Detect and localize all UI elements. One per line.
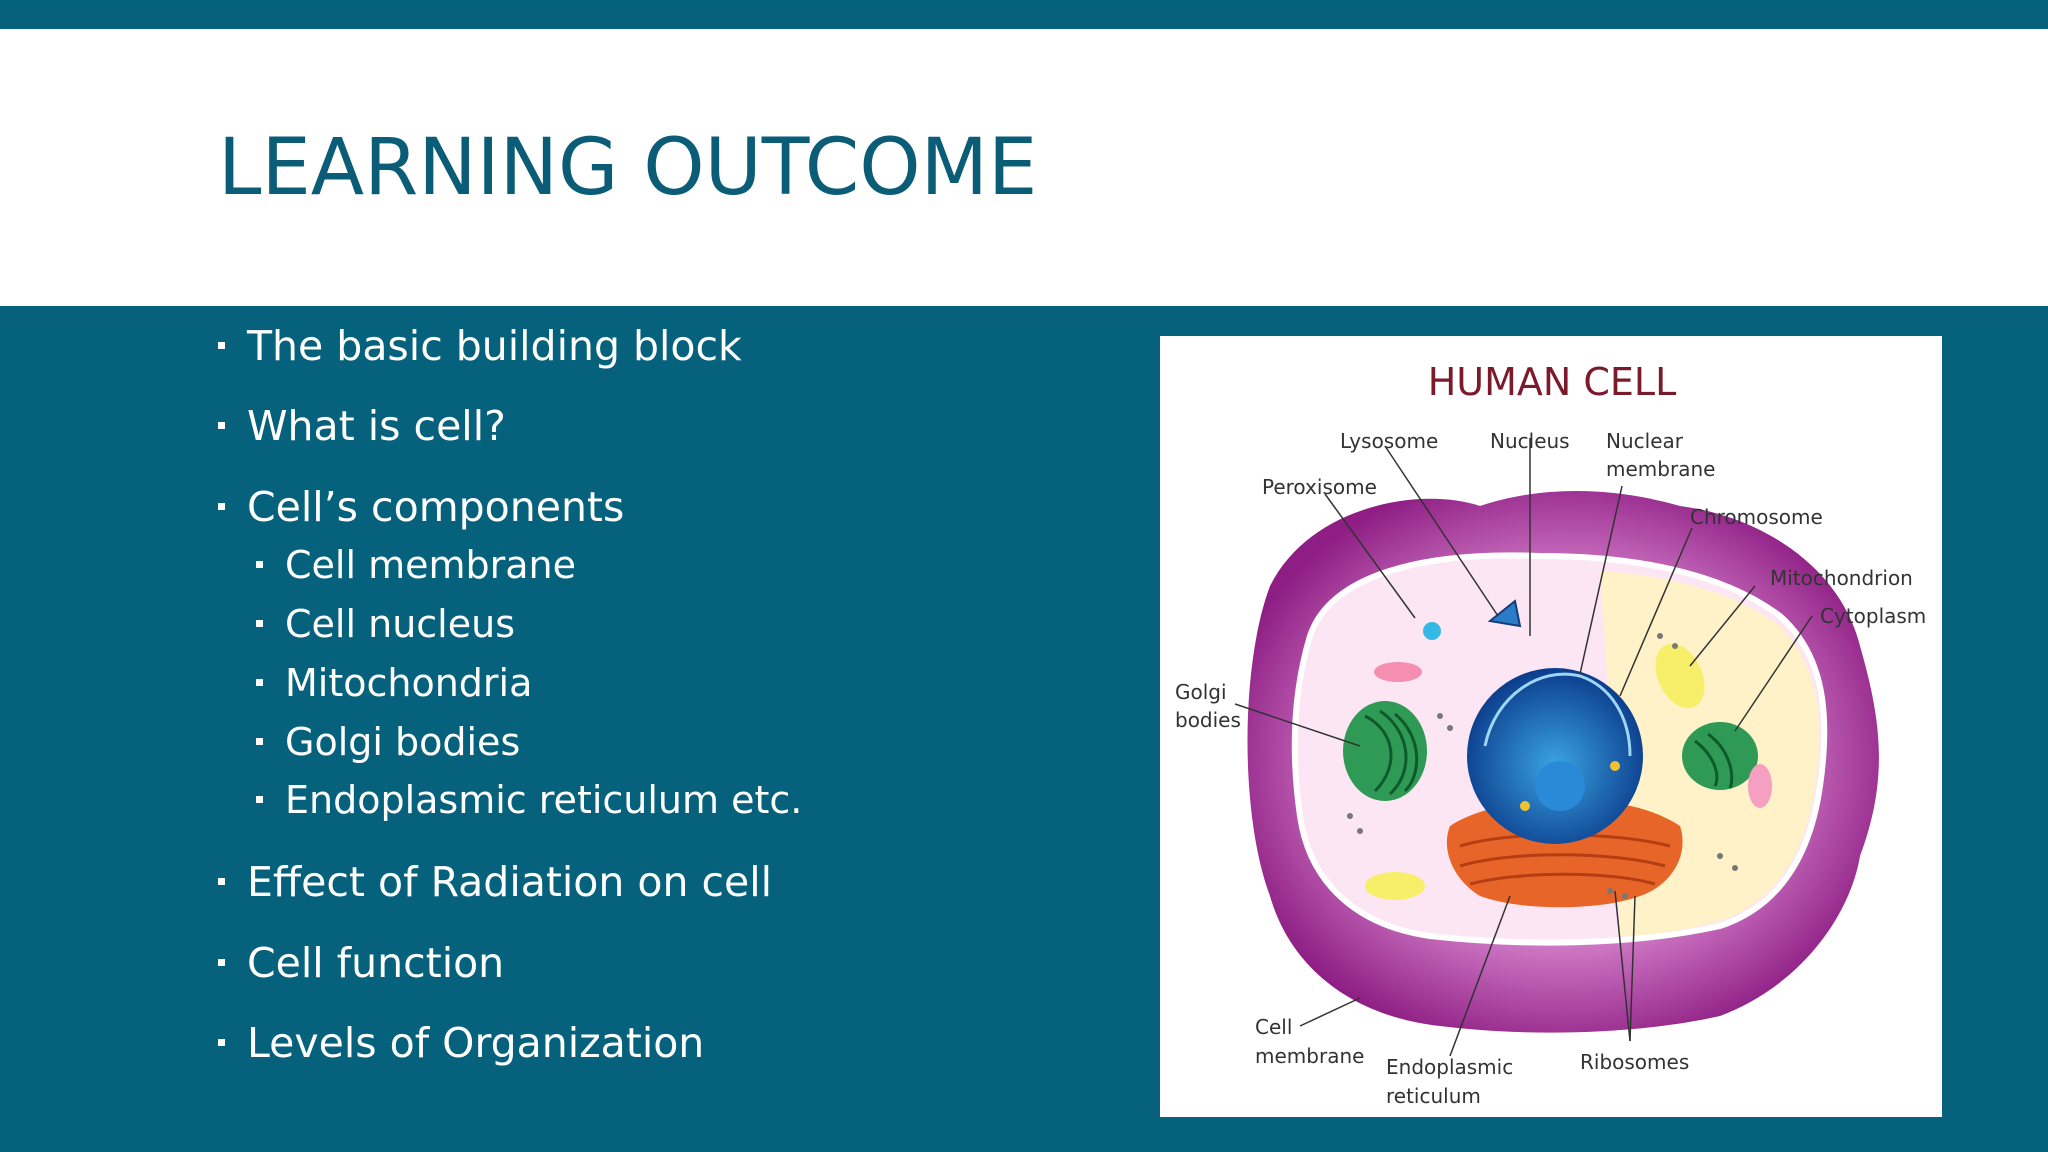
label-chromosome: Chromosome (1690, 505, 1823, 529)
bullet-marker (256, 679, 263, 686)
nucleus (1467, 668, 1643, 844)
label-ribosomes: Ribosomes (1580, 1050, 1689, 1074)
label-peroxisome: Peroxisome (1262, 475, 1377, 499)
label-cell-membrane-2: membrane (1255, 1044, 1364, 1068)
label-nuclear-membrane-1: Nuclear (1606, 429, 1684, 453)
label-golgi-2: bodies (1175, 708, 1241, 732)
bullet-text: Cell function (247, 939, 505, 987)
label-nuclear-membrane-2: membrane (1606, 457, 1715, 481)
human-cell-diagram: HUMAN CELL (1175, 360, 1926, 1108)
bullet-text: Levels of Organization (247, 1019, 705, 1067)
label-lysosome: Lysosome (1340, 429, 1438, 453)
bullet-marker (218, 422, 225, 429)
bullet-marker (218, 342, 225, 349)
label-cell-membrane-1: Cell (1255, 1015, 1292, 1039)
diagram-title: HUMAN CELL (1428, 360, 1677, 404)
bullet-text: Cell membrane (285, 543, 577, 587)
pointer-lines (1234, 438, 1813, 1057)
bullet-marker (256, 796, 263, 803)
label-er-2: reticulum (1386, 1084, 1481, 1108)
bullet-text: Endoplasmic reticulum etc. (285, 778, 803, 822)
bullet-text: Cell’s components (247, 483, 625, 531)
label-golgi-1: Golgi (1175, 680, 1227, 704)
bullet-text: The basic building block (247, 322, 742, 370)
label-mitochondrion: Mitochondrion (1770, 566, 1913, 590)
bullet-text: Cell nucleus (285, 602, 515, 646)
yellow-body (1655, 643, 1705, 709)
bullet-marker (218, 1039, 225, 1046)
peroxisome (1374, 662, 1422, 682)
slide-title: LEARNING OUTCOME (218, 123, 1038, 213)
bullet-marker (218, 878, 225, 885)
label-nucleus: Nucleus (1490, 429, 1570, 453)
bullet-text: Golgi bodies (285, 720, 521, 764)
bullet-marker (218, 959, 225, 966)
bullet-text: Mitochondria (285, 661, 533, 705)
bullet-marker (218, 503, 225, 510)
lysosome (1487, 599, 1522, 628)
bullet-marker (256, 620, 263, 627)
label-cytoplasm: Cytoplasm (1820, 604, 1926, 628)
label-er-1: Endoplasmic (1386, 1055, 1513, 1079)
bullet-marker (256, 561, 263, 568)
bullet-text: What is cell? (247, 402, 506, 450)
mitochondrion (1682, 722, 1758, 790)
top-band (0, 0, 2048, 29)
yellow-body (1365, 872, 1425, 900)
bullet-text: Effect of Radiation on cell (247, 858, 773, 906)
title-area (0, 29, 2048, 306)
bullet-marker (256, 738, 263, 745)
human-cell-figure: HUMAN CELL (1160, 336, 1942, 1117)
